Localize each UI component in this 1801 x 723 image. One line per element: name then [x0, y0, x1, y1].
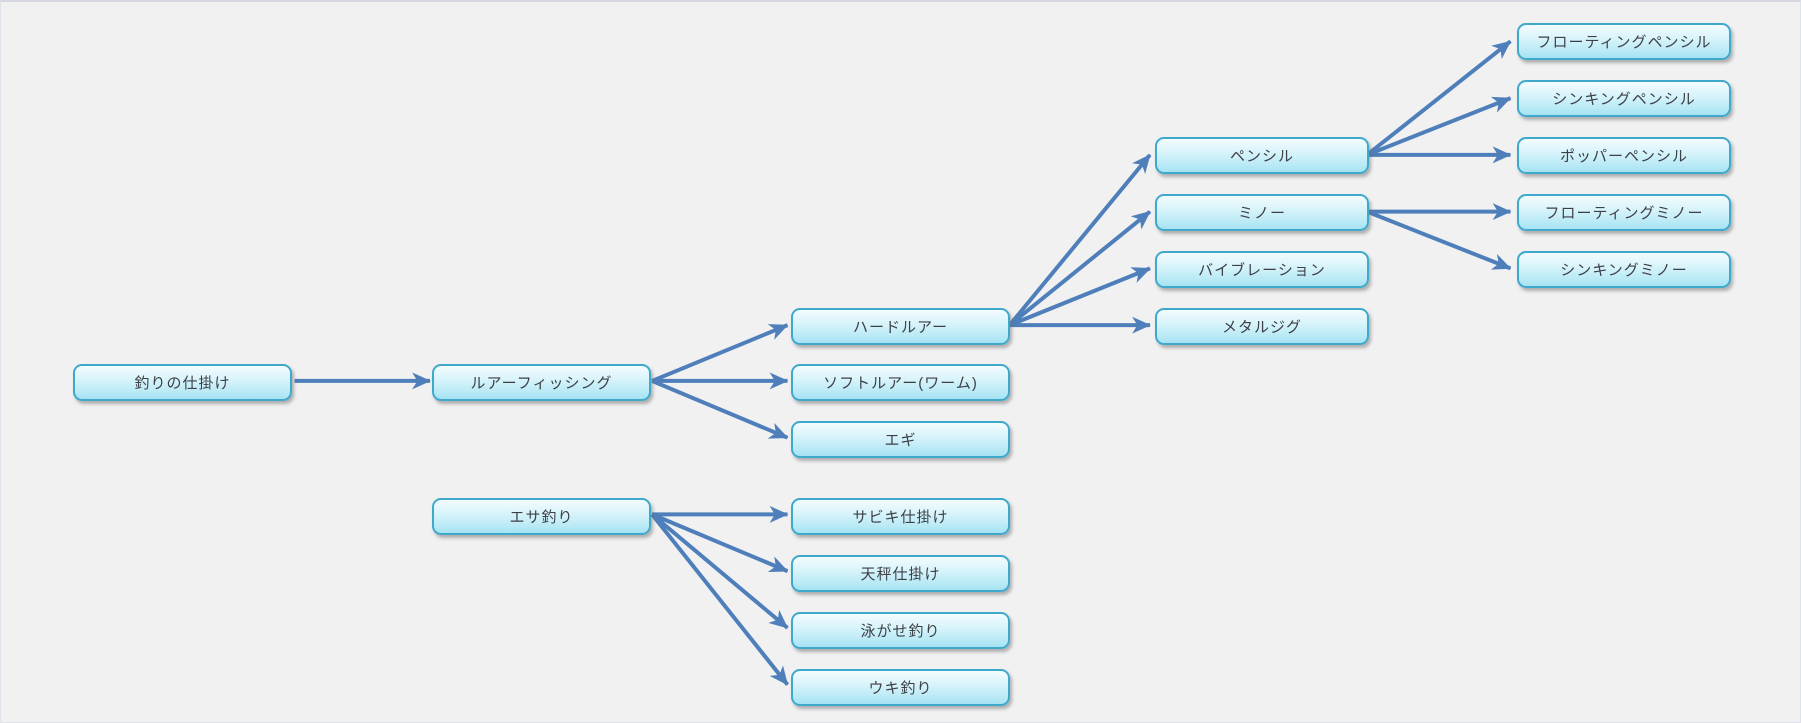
node-label: 天秤仕掛け [860, 566, 941, 583]
edge-pencil-spencil [1366, 96, 1512, 157]
node-label: エギ [884, 432, 917, 449]
node-label: ソフトルアー(ワーム) [823, 375, 978, 392]
node-label: シンキングペンシル [1552, 91, 1696, 108]
node-fpencil[interactable]: フローティングペンシル [1517, 23, 1731, 60]
node-lure[interactable]: ルアーフィッシング [432, 364, 651, 401]
node-label: メタルジグ [1221, 319, 1302, 336]
node-hard[interactable]: ハードルアー [791, 308, 1010, 345]
edge-hard-vib [1008, 266, 1151, 328]
node-uki[interactable]: ウキ釣り [791, 669, 1010, 706]
edge-lure-hard [651, 323, 789, 383]
edge-esa-tenbin [651, 512, 789, 573]
node-soft[interactable]: ソフトルアー(ワーム) [791, 364, 1010, 401]
node-label: サビキ仕掛け [852, 509, 949, 526]
node-label: 泳がせ釣り [860, 623, 941, 640]
node-label: ウキ釣り [868, 680, 933, 697]
node-label: 釣りの仕掛け [134, 375, 231, 392]
node-tsuri[interactable]: 釣りの仕掛け [73, 364, 292, 401]
node-fminnow[interactable]: フローティングミノー [1517, 194, 1731, 231]
node-ppencil[interactable]: ポッパーペンシル [1517, 137, 1731, 174]
node-label: ルアーフィッシング [470, 375, 613, 392]
edge-hard-pencil [1008, 153, 1152, 327]
node-sabiki[interactable]: サビキ仕掛け [791, 498, 1010, 535]
node-egi[interactable]: エギ [791, 421, 1010, 458]
node-spencil[interactable]: シンキングペンシル [1517, 80, 1731, 117]
node-label: ハードルアー [852, 319, 949, 336]
node-label: フローティングペンシル [1536, 34, 1712, 51]
node-label: フローティングミノー [1544, 205, 1704, 222]
node-minnow[interactable]: ミノー [1155, 194, 1369, 231]
edge-pencil-fpencil [1365, 39, 1512, 157]
node-jig[interactable]: メタルジグ [1155, 308, 1369, 345]
node-label: ペンシル [1229, 148, 1294, 165]
edge-esa-oyogase [650, 512, 789, 630]
node-label: ポッパーペンシル [1559, 148, 1688, 165]
node-label: エサ釣り [509, 509, 574, 526]
edge-minnow-sminnow [1366, 209, 1512, 271]
edge-hard-minnow [1008, 210, 1152, 327]
node-oyogase[interactable]: 泳がせ釣り [791, 612, 1010, 649]
node-label: バイブレーション [1198, 262, 1326, 279]
node-vib[interactable]: バイブレーション [1155, 251, 1369, 288]
node-pencil[interactable]: ペンシル [1155, 137, 1369, 174]
edge-lure-egi [651, 379, 789, 440]
node-label: シンキングミノー [1560, 262, 1688, 279]
node-esa[interactable]: エサ釣り [432, 498, 651, 535]
node-label: ミノー [1237, 205, 1286, 222]
node-sminnow[interactable]: シンキングミノー [1517, 251, 1731, 288]
edge-esa-uki [650, 513, 790, 686]
node-tenbin[interactable]: 天秤仕掛け [791, 555, 1010, 592]
